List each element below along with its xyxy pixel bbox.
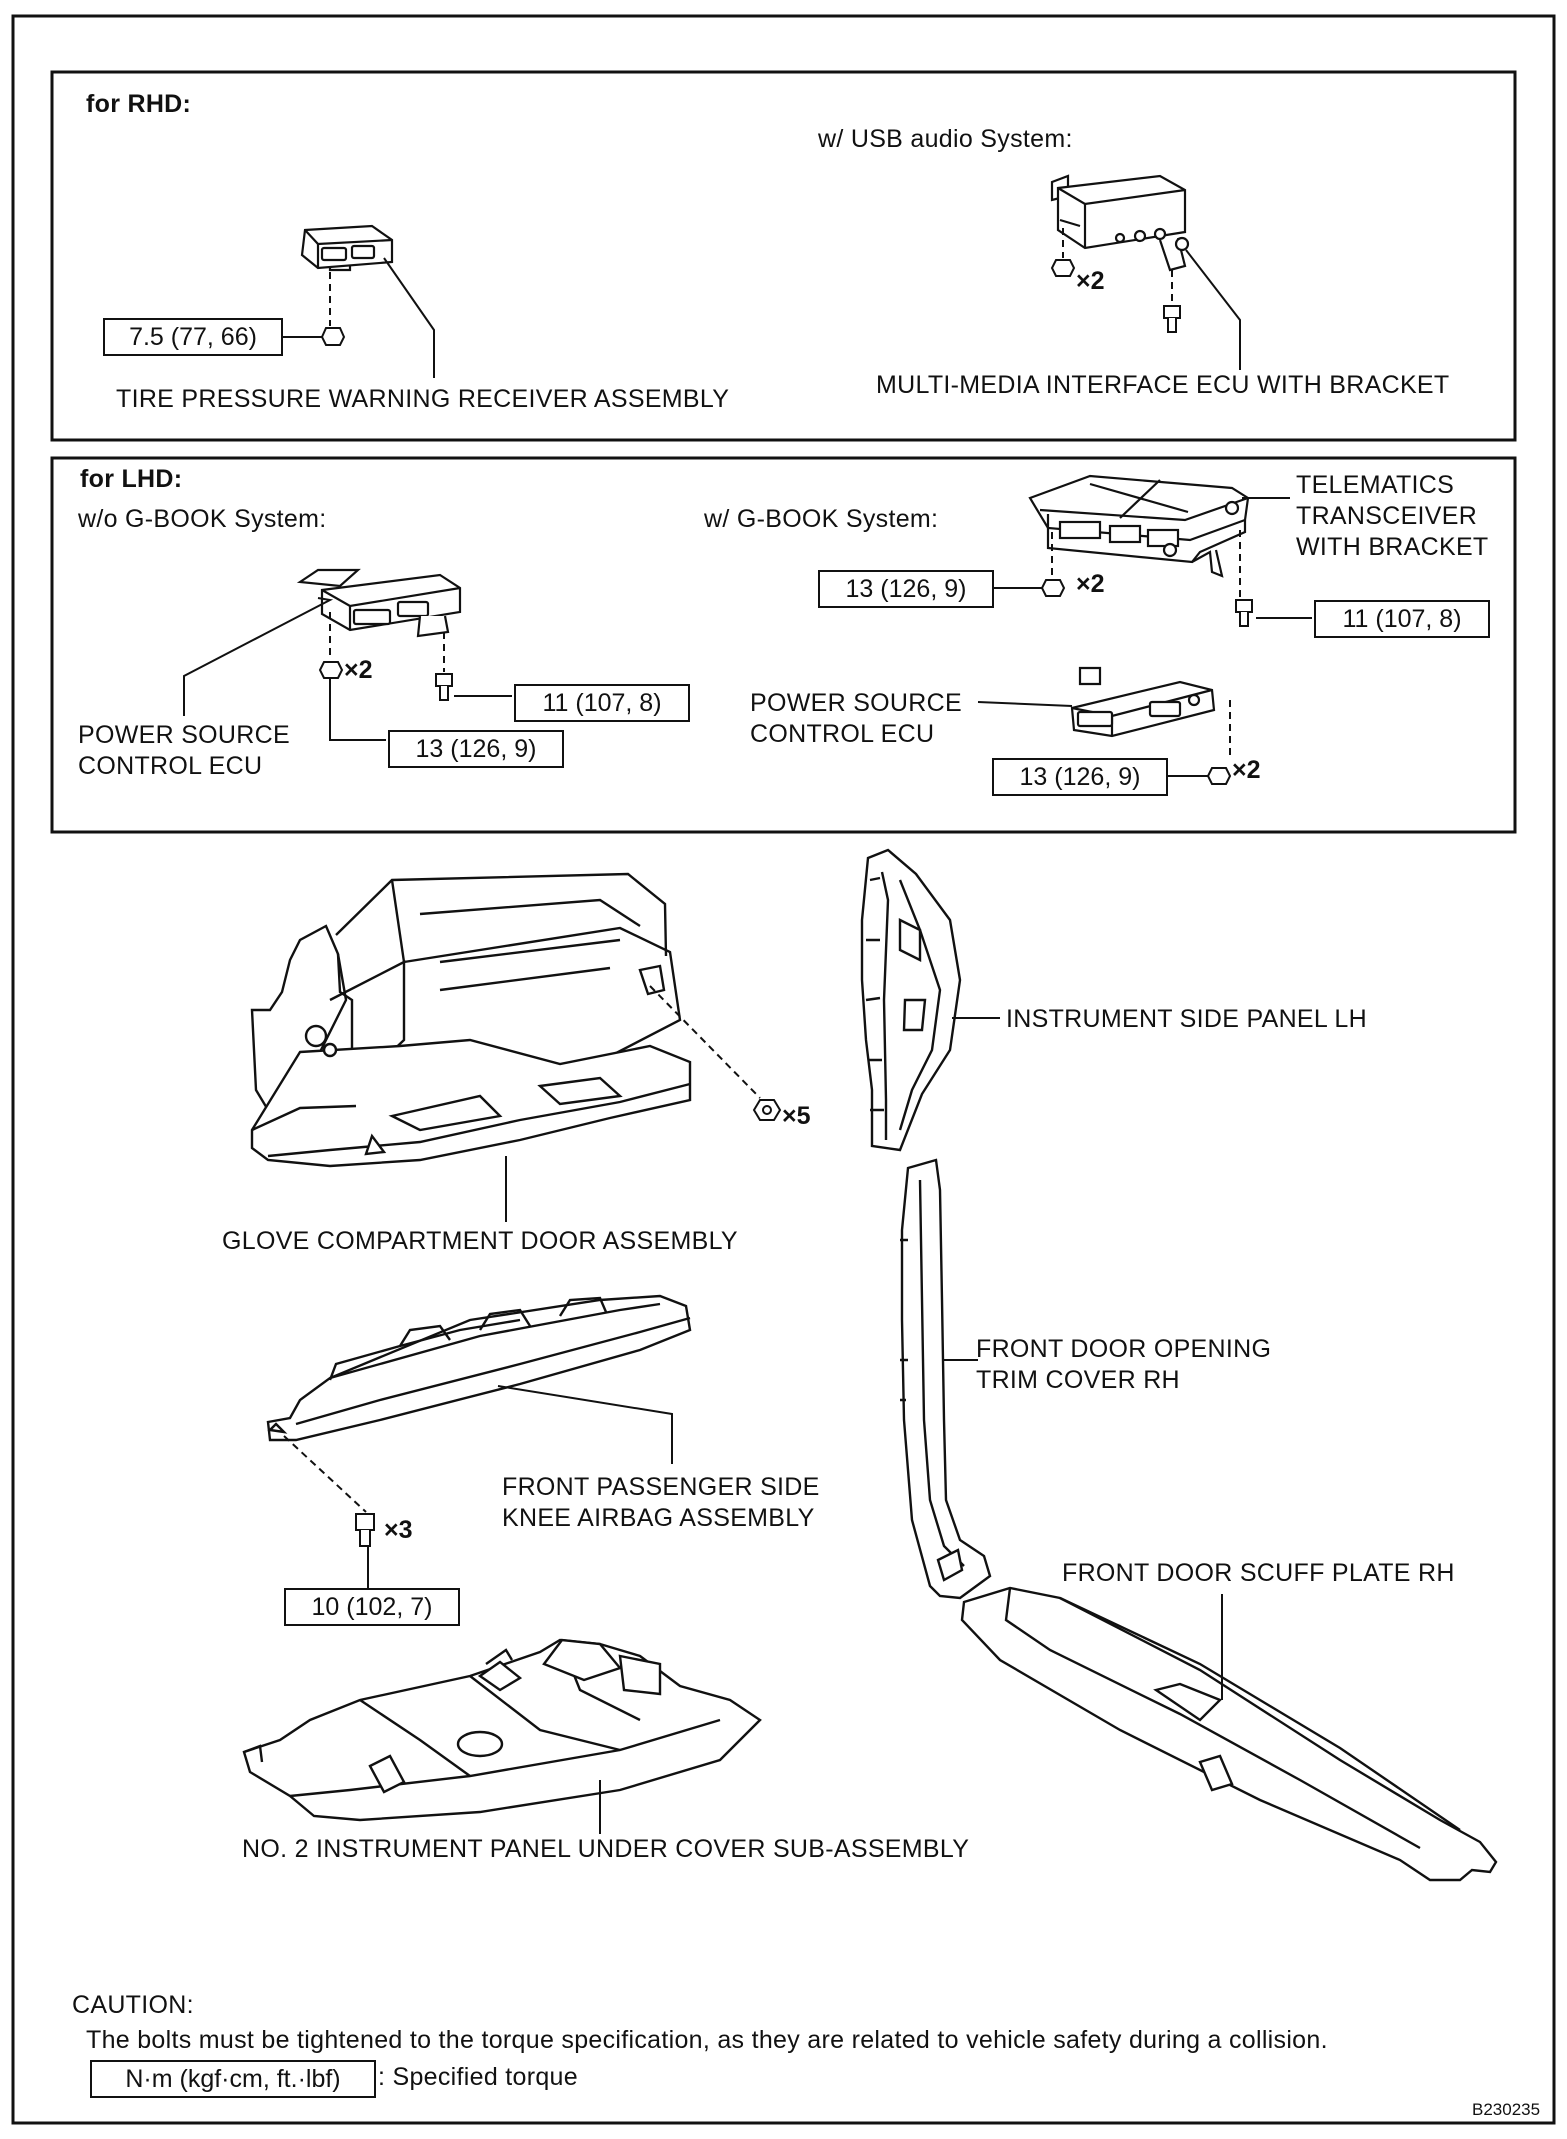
usb-audio-heading: w/ USB audio System: [818, 125, 1073, 153]
nut-left-icon [318, 661, 344, 679]
glove-compartment-drawing [250, 872, 692, 1168]
knee-airbag-drawing [266, 1294, 692, 1442]
multiplier-tele: ×2 [1076, 570, 1105, 598]
telematics-leaders [993, 497, 1312, 619]
mmi-ecu-label: MULTI-MEDIA INTERFACE ECU WITH BRACKET [876, 371, 1450, 399]
bolt-glove-icon [752, 1099, 782, 1121]
front-door-opening-drawing [900, 1158, 992, 1600]
under-cover-label: NO. 2 INSTRUMENT PANEL UNDER COVER SUB-A… [242, 1835, 970, 1863]
instrument-side-panel-label: INSTRUMENT SIDE PANEL LH [1006, 1005, 1367, 1033]
scuff-plate-drawing [960, 1586, 1498, 1882]
torque-box-tele-13: 13 (126, 9) [818, 570, 994, 608]
nut-tele-icon [1040, 579, 1066, 597]
caution-text: The bolts must be tightened to the torqu… [86, 2026, 1328, 2054]
rhd-heading: for RHD: [86, 90, 192, 118]
tire-pressure-receiver-drawing [300, 224, 394, 272]
torque-legend-text: : Specified torque [378, 2063, 578, 2091]
psc-left-leaders [183, 597, 512, 741]
torque-box-knee: 10 (102, 7) [284, 1588, 460, 1626]
nut-mmi-icon [1050, 259, 1076, 277]
psc-right-drawing [1070, 666, 1216, 738]
instrument-side-panel-drawing [860, 848, 962, 1152]
w-gbook-heading: w/ G-BOOK System: [704, 505, 939, 533]
psc-right-leaders [977, 700, 1231, 777]
knee-airbag-label: FRONT PASSENGER SIDE KNEE AIRBAG ASSEMBL… [502, 1473, 820, 1532]
knee-airbag-leaders [283, 1385, 673, 1588]
torque-box-left-13: 13 (126, 9) [388, 730, 564, 768]
glove-leaders [505, 985, 761, 1222]
bolt-tele-icon [1235, 599, 1253, 627]
telematics-drawing [1028, 474, 1250, 578]
telematics-label: TELEMATICS TRANSCEIVER WITH BRACKET [1296, 471, 1489, 561]
mmi-ecu-drawing [1050, 174, 1190, 272]
scuff-plate-label: FRONT DOOR SCUFF PLATE RH [1062, 1559, 1455, 1587]
bolt-left-icon [435, 673, 453, 701]
lhd-panel-frame [50, 456, 1517, 834]
nut-right-icon [1206, 767, 1232, 785]
front-door-opening-label: FRONT DOOR OPENING TRIM COVER RH [976, 1335, 1272, 1394]
outer-frame [11, 14, 1556, 2125]
multiplier-left: ×2 [344, 656, 373, 684]
bolt-mmi-icon [1163, 305, 1181, 333]
bolt-knee-icon [355, 1513, 375, 1547]
multiplier-right: ×2 [1232, 756, 1261, 784]
lhd-heading: for LHD: [80, 465, 183, 493]
nut-tire-icon [320, 327, 346, 346]
psc-right-label: POWER SOURCE CONTROL ECU [750, 689, 962, 748]
tire-pressure-receiver-label: TIRE PRESSURE WARNING RECEIVER ASSEMBLY [116, 385, 730, 413]
torque-box-right-13: 13 (126, 9) [992, 758, 1168, 796]
mmi-leaders [1062, 228, 1241, 370]
caution-title: CAUTION: [72, 1991, 194, 2019]
under-cover-drawing [242, 1638, 762, 1822]
multiplier-knee: ×3 [384, 1516, 413, 1544]
psc-left-drawing [296, 568, 462, 638]
tire-receiver-leaders [283, 257, 435, 378]
torque-legend-box: N·m (kgf·cm, ft.·lbf) [90, 2060, 376, 2098]
torque-box-left-11: 11 (107, 8) [514, 684, 690, 722]
rhd-panel-frame [50, 70, 1517, 442]
torque-box-tire: 7.5 (77, 66) [103, 318, 283, 356]
multiplier-glove: ×5 [782, 1102, 811, 1130]
glove-compartment-label: GLOVE COMPARTMENT DOOR ASSEMBLY [222, 1227, 738, 1255]
torque-box-tele-11: 11 (107, 8) [1314, 600, 1490, 638]
multiplier-mmi: ×2 [1076, 267, 1105, 295]
psc-left-label: POWER SOURCE CONTROL ECU [78, 721, 290, 780]
figure-code: B230235 [1472, 2100, 1541, 2119]
wo-gbook-heading: w/o G-BOOK System: [78, 505, 327, 533]
